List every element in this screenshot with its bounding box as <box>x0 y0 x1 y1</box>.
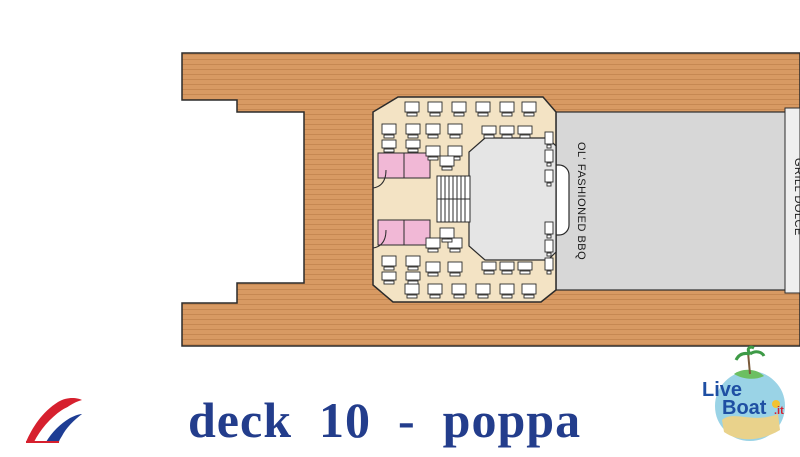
deck-plan-map: OL' FASHIONED BBQ GRILL DOLCE <box>181 52 800 347</box>
table <box>405 139 421 149</box>
deck-title: deck 10 - poppa <box>188 392 582 448</box>
chair <box>427 248 439 253</box>
chair <box>546 234 552 239</box>
table <box>544 221 554 235</box>
table <box>521 283 537 295</box>
liveboat-text-live: Live <box>702 379 742 401</box>
stairs <box>436 175 471 223</box>
chair <box>383 266 395 271</box>
chair <box>427 156 439 161</box>
table <box>499 125 515 135</box>
chair <box>407 280 419 285</box>
chair <box>407 266 419 271</box>
chair <box>453 294 465 299</box>
table <box>425 123 441 135</box>
chair <box>477 294 489 299</box>
bbq-label: OL' FASHIONED BBQ <box>575 142 587 260</box>
grey-interior-area <box>555 111 797 291</box>
chair <box>501 294 513 299</box>
table <box>381 123 397 135</box>
chair <box>519 270 531 275</box>
chair <box>501 112 513 117</box>
table <box>425 261 441 273</box>
chair <box>383 280 395 285</box>
chair <box>441 166 453 171</box>
table <box>499 283 515 295</box>
chair <box>483 134 495 139</box>
table <box>447 123 463 135</box>
chair <box>429 112 441 117</box>
table <box>404 101 420 113</box>
table <box>404 283 420 295</box>
table <box>475 101 491 113</box>
chair <box>453 112 465 117</box>
table <box>447 145 463 157</box>
liveboat-logo: Live Boat .it <box>702 345 787 443</box>
table <box>481 125 497 135</box>
entrance-doors <box>372 150 387 249</box>
table <box>544 131 554 145</box>
chair <box>501 134 513 139</box>
chair <box>441 238 453 243</box>
chair <box>429 294 441 299</box>
table <box>475 283 491 295</box>
table <box>544 169 554 183</box>
chair <box>477 112 489 117</box>
table <box>427 283 443 295</box>
table <box>451 283 467 295</box>
table <box>499 101 515 113</box>
table <box>544 149 554 163</box>
chair <box>523 112 535 117</box>
central-room <box>468 137 557 261</box>
table <box>439 227 455 239</box>
table <box>405 255 421 267</box>
table <box>447 237 463 249</box>
table <box>381 271 397 281</box>
table <box>427 101 443 113</box>
table <box>499 261 515 271</box>
chair <box>483 270 495 275</box>
table <box>544 239 554 253</box>
table <box>425 145 441 157</box>
chair <box>427 134 439 139</box>
right-wall <box>784 107 800 294</box>
liveboat-text-boat: Boat <box>722 397 767 419</box>
table <box>405 123 421 135</box>
chair <box>406 294 418 299</box>
chair <box>523 294 535 299</box>
chair <box>427 272 439 277</box>
chair <box>383 134 395 139</box>
chair <box>449 272 461 277</box>
chair <box>449 134 461 139</box>
chair <box>407 148 419 153</box>
table <box>521 101 537 113</box>
table <box>405 271 421 281</box>
table <box>447 261 463 273</box>
table <box>439 155 455 167</box>
chair <box>501 270 513 275</box>
table <box>517 261 533 271</box>
grill-label: GRILL DOLCE <box>792 158 800 236</box>
chair <box>406 112 418 117</box>
pink-booths <box>377 152 431 246</box>
chair <box>546 270 552 275</box>
chair <box>546 162 552 167</box>
chair <box>519 134 531 139</box>
table <box>544 257 554 271</box>
table <box>425 237 441 249</box>
carnival-logo <box>26 398 82 443</box>
table <box>381 255 397 267</box>
table <box>381 139 397 149</box>
table <box>481 261 497 271</box>
table <box>517 125 533 135</box>
liveboat-text-it: .it <box>774 405 784 417</box>
chair <box>546 252 552 257</box>
chair <box>546 144 552 149</box>
table <box>451 101 467 113</box>
chair <box>383 148 395 153</box>
chair <box>546 182 552 187</box>
chair <box>407 134 419 139</box>
seating-tables <box>381 101 554 299</box>
chair <box>449 248 461 253</box>
